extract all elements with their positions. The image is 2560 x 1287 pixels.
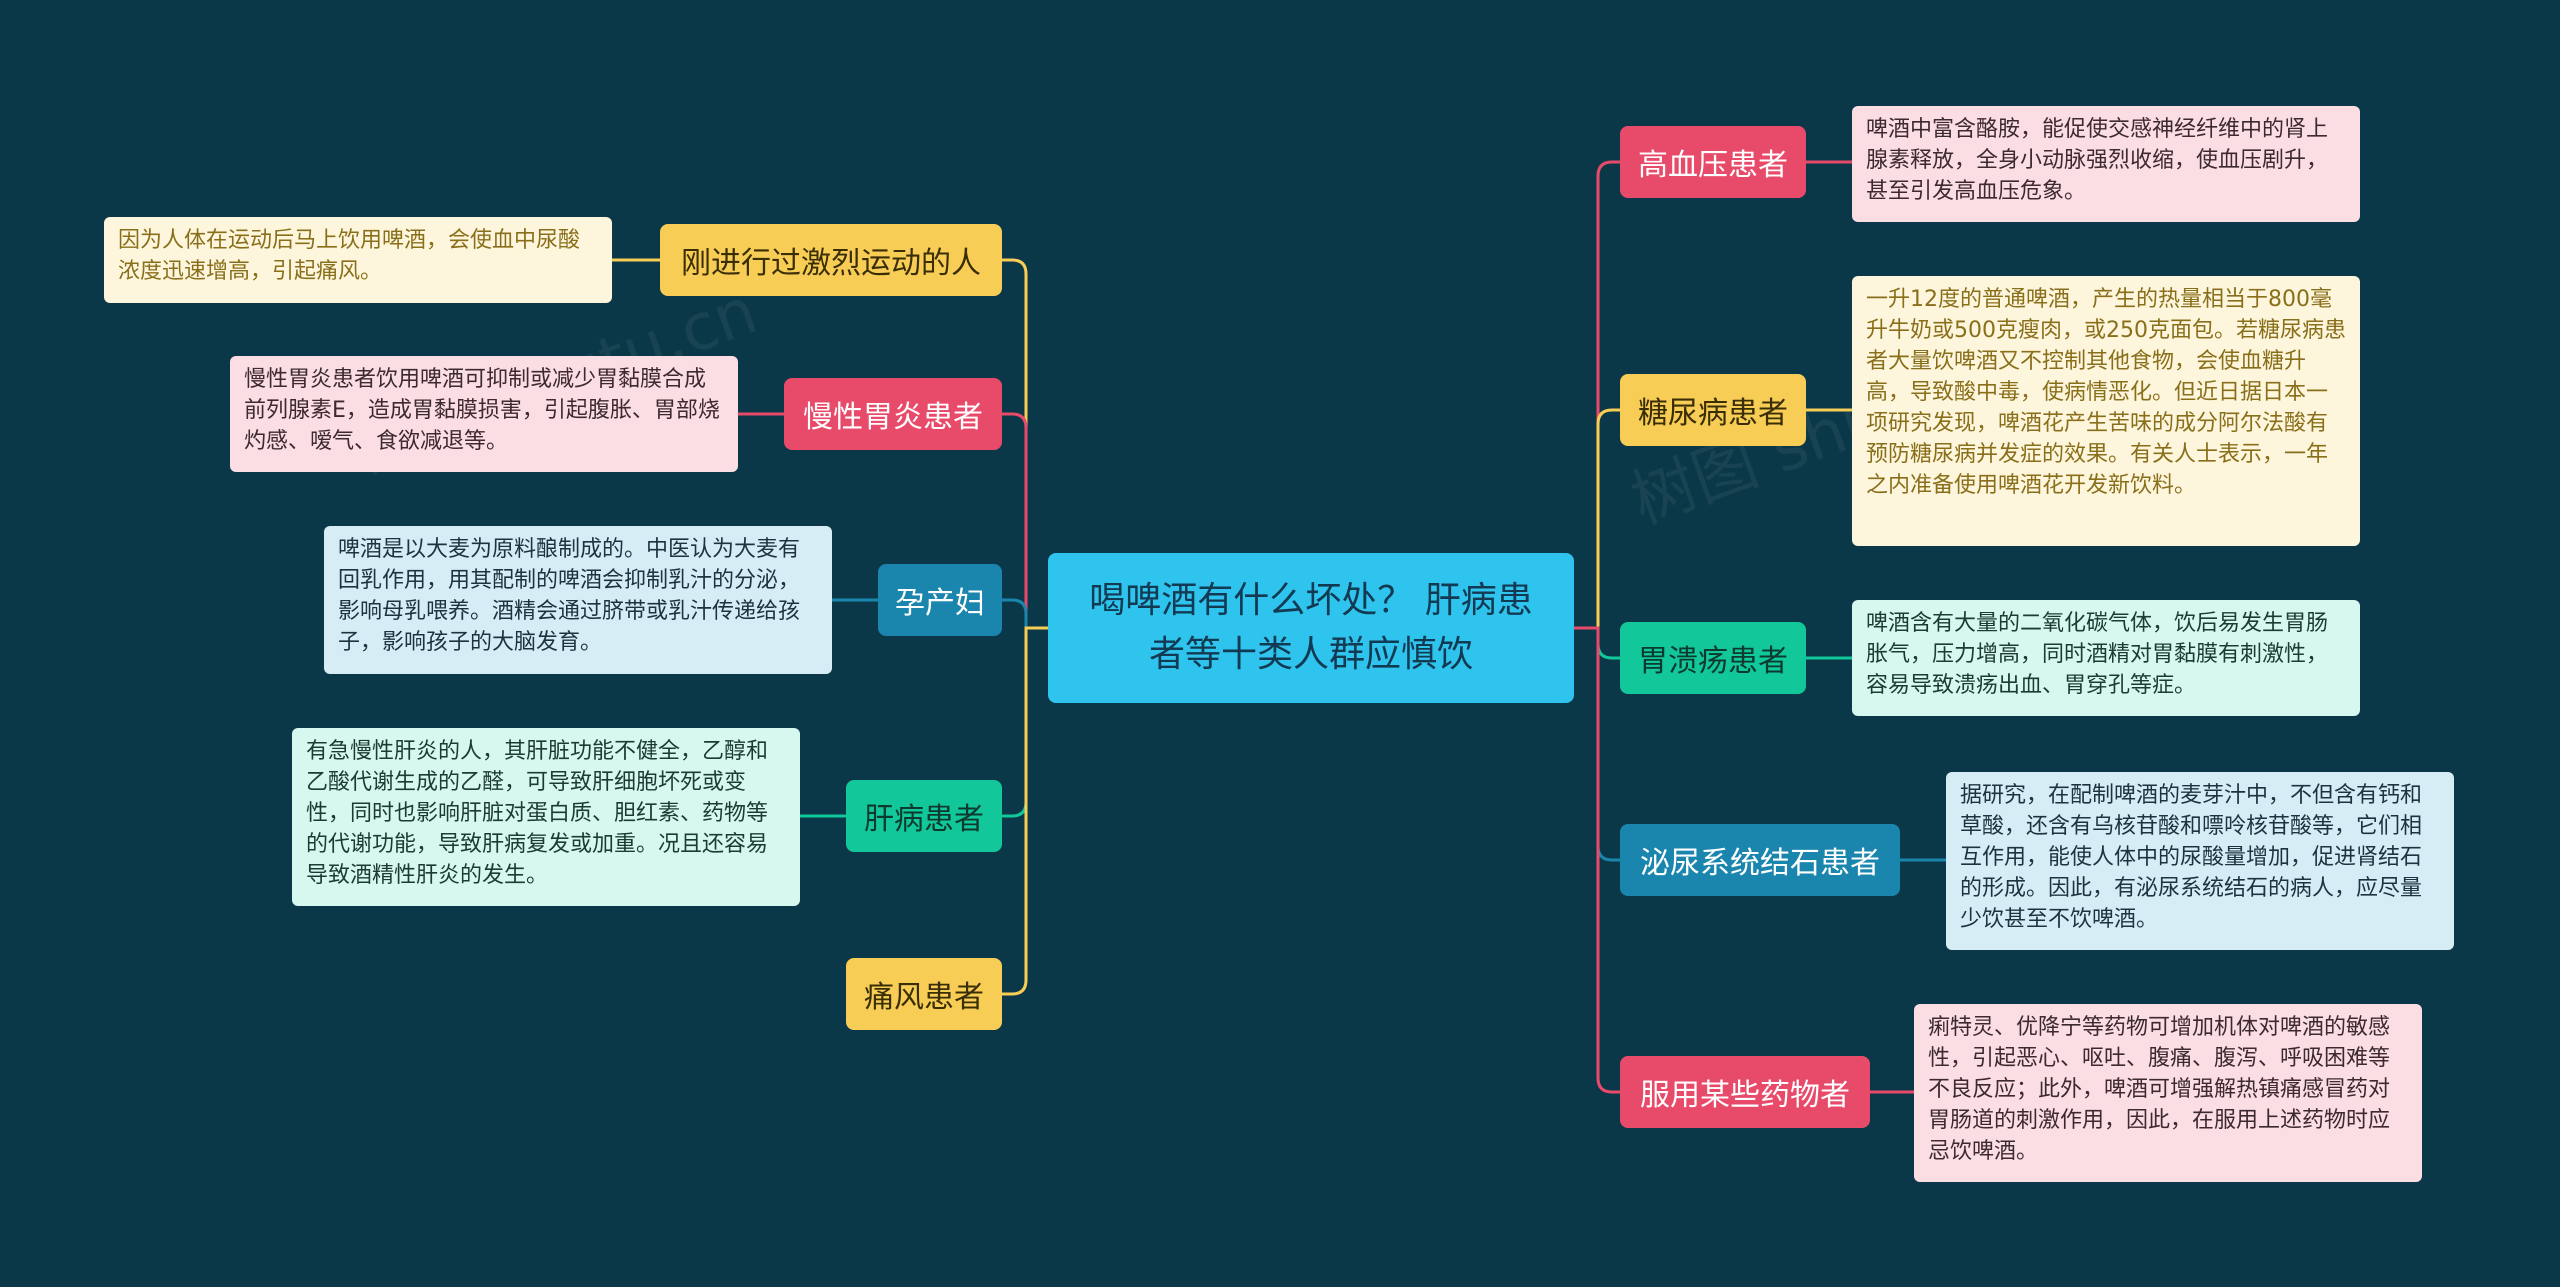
connector-left-gout bbox=[1002, 626, 1048, 996]
connector-right-medication bbox=[1574, 626, 1620, 1094]
note-pregnant: 啤酒是以大麦为原料酿制成的。中医认为大麦有回乳作用，用其配制的啤酒会抑制乳汁的分… bbox=[324, 526, 832, 674]
branch-pregnant[interactable]: 孕产妇 bbox=[878, 564, 1002, 636]
connector-right-diabetes bbox=[1574, 408, 1620, 630]
note-liver: 有急慢性肝炎的人，其肝脏功能不健全，乙醇和乙酸代谢生成的乙醛，可导致肝细胞坏死或… bbox=[292, 728, 800, 906]
branch-gout-exercise[interactable]: 刚进行过激烈运动的人 bbox=[660, 224, 1002, 296]
connector-left-pregnant bbox=[1002, 598, 1048, 630]
branch-hypertension[interactable]: 高血压患者 bbox=[1620, 126, 1806, 198]
branch-diabetes[interactable]: 糖尿病患者 bbox=[1620, 374, 1806, 446]
note-gout-exercise: 因为人体在运动后马上饮用啤酒，会使血中尿酸浓度迅速增高，引起痛风。 bbox=[104, 217, 612, 303]
note-stones: 据研究，在配制啤酒的麦芽汁中，不但含有钙和草酸，还含有乌核苷酸和嘌呤核苷酸等，它… bbox=[1946, 772, 2454, 950]
branch-ulcer[interactable]: 胃溃疡患者 bbox=[1620, 622, 1806, 694]
note-medication: 痢特灵、优降宁等药物可增加机体对啤酒的敏感性，引起恶心、呕吐、腹痛、腹泻、呼吸困… bbox=[1914, 1004, 2422, 1182]
note-gastritis: 慢性胃炎患者饮用啤酒可抑制或减少胃黏膜合成前列腺素E，造成胃黏膜损害，引起腹胀、… bbox=[230, 356, 738, 472]
note-ulcer: 啤酒含有大量的二氧化碳气体，饮后易发生胃肠胀气，压力增高，同时酒精对胃黏膜有刺激… bbox=[1852, 600, 2360, 716]
note-hypertension: 啤酒中富含酪胺，能促使交感神经纤维中的肾上腺素释放，全身小动脉强烈收缩，使血压剧… bbox=[1852, 106, 2360, 222]
connector-left-gastritis bbox=[1002, 412, 1048, 630]
central-topic[interactable]: 喝啤酒有什么坏处？ 肝病患者等十类人群应慎饮 bbox=[1048, 553, 1574, 703]
connector-right-hypertension bbox=[1574, 160, 1620, 630]
note-diabetes: 一升12度的普通啤酒，产生的热量相当于800毫升牛奶或500克瘦肉，或250克面… bbox=[1852, 276, 2360, 546]
branch-stones[interactable]: 泌尿系统结石患者 bbox=[1620, 824, 1900, 896]
branch-gout[interactable]: 痛风患者 bbox=[846, 958, 1002, 1030]
connector-left-gout-exercise bbox=[1002, 258, 1048, 630]
branch-gastritis[interactable]: 慢性胃炎患者 bbox=[784, 378, 1002, 450]
branch-medication[interactable]: 服用某些药物者 bbox=[1620, 1056, 1870, 1128]
branch-liver[interactable]: 肝病患者 bbox=[846, 780, 1002, 852]
